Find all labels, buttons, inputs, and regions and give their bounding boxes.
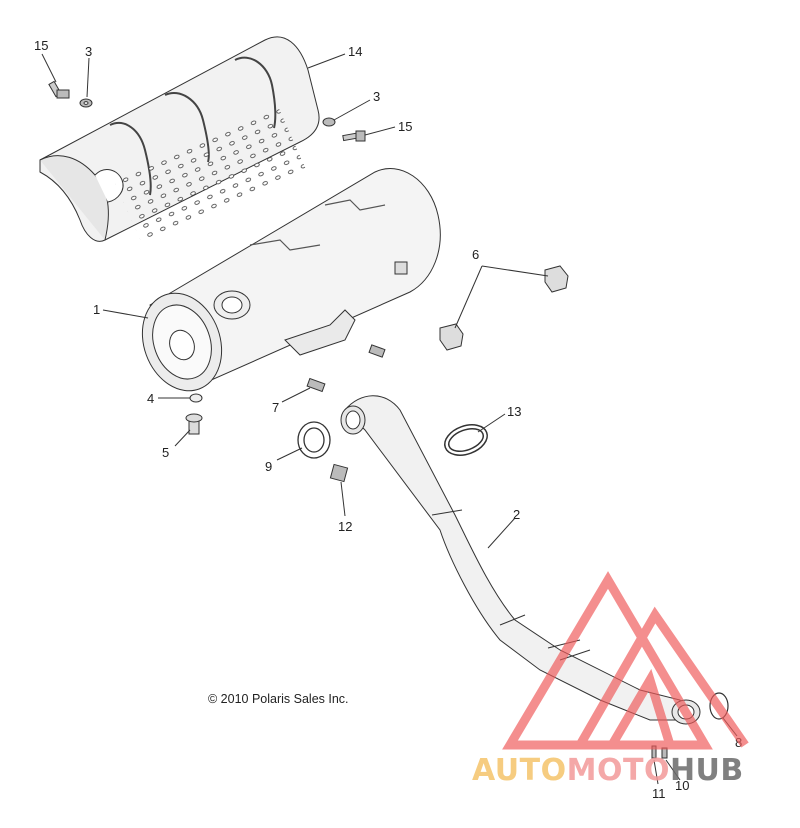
heat-shield [39,36,320,244]
callout-7: 7 [272,400,279,415]
callout-15-upper: 15 [34,38,48,53]
callout-11: 11 [652,786,666,801]
callout-12: 12 [338,519,352,534]
bolt-15-upper [48,80,70,99]
callout-15-right: 15 [398,119,412,134]
callout-6: 6 [472,247,479,262]
damper-6-right [544,265,569,293]
gasket-8 [709,692,729,720]
watermark-text: AUTOMOTOHUB [472,753,744,788]
damper-6-left [439,323,464,351]
gasket-9 [297,421,331,459]
watermark-triangle-logo [502,571,749,750]
nut-3-upper [79,98,93,108]
callout-1: 1 [93,302,100,317]
callout-5: 5 [162,445,169,460]
washer-4 [189,393,203,403]
plug-5 [185,413,203,435]
head-pipe [340,395,701,725]
watermark: AUTOMOTOHUB [472,571,749,788]
muffler [141,168,441,392]
spring-7 [306,377,326,393]
bolt-15-right [342,130,366,142]
spring-12 [329,463,349,483]
callout-9: 9 [265,459,272,474]
callout-13: 13 [507,404,521,419]
callout-2: 2 [513,507,520,522]
callout-10: 10 [675,778,689,793]
callout-3-upper: 3 [85,44,92,59]
callout-3-right: 3 [373,89,380,104]
nut-3-right [322,117,336,127]
callout-4: 4 [147,391,154,406]
spring-upper [368,344,386,358]
clamp-13 [444,424,488,456]
callout-14: 14 [348,44,362,59]
copyright-text: © 2010 Polaris Sales Inc. [208,692,349,706]
